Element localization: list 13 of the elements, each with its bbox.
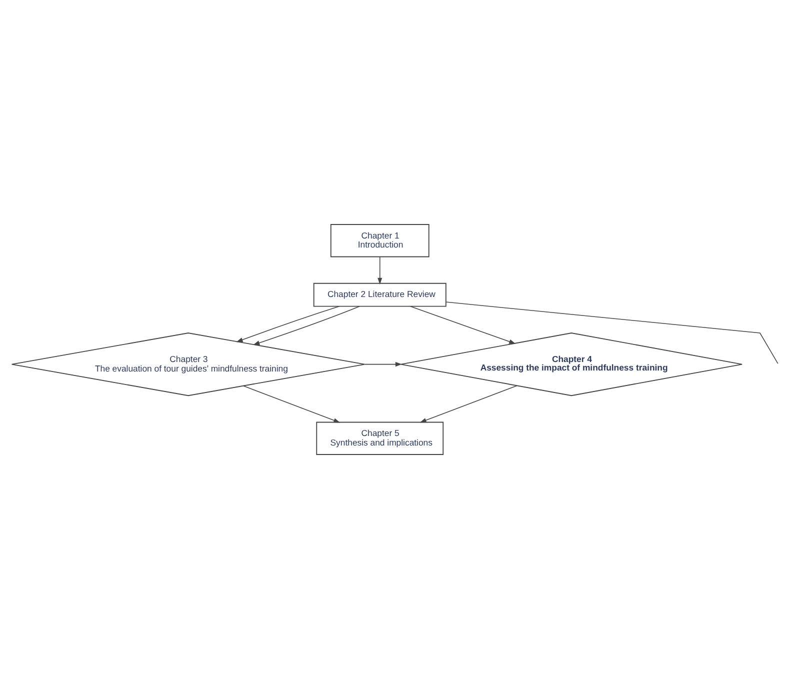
node-diamond: Chapter 3 The evaluation of tour guides’ mindfulness training: [11, 332, 366, 396]
arrow: [253, 306, 360, 346]
arrow: [378, 256, 382, 284]
connector: [446, 302, 778, 364]
arrow: [236, 306, 340, 342]
arrow: [420, 385, 518, 423]
arrow: [410, 306, 516, 344]
node-box: Chapter 2 Literature Review: [313, 282, 446, 307]
node-box: Chapter 5 Synthesis and implications: [316, 422, 444, 455]
arrow: [364, 362, 402, 367]
arrow: [243, 386, 340, 423]
node-box: Chapter 1 Introduction: [330, 224, 430, 258]
node-diamond: Chapter 4 Assessing the impact of mindfulness training: [400, 332, 743, 396]
